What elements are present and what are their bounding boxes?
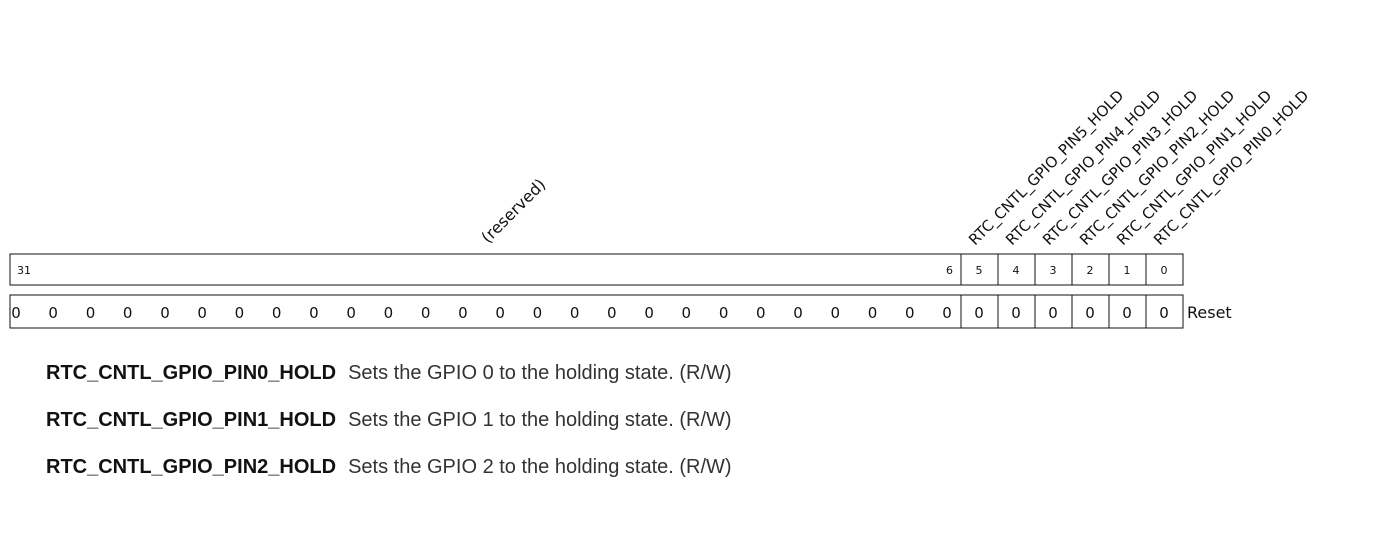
bit-number: 3 [1050, 264, 1057, 277]
reset-label: Reset [1187, 303, 1232, 322]
field-description-item: RTC_CNTL_GPIO_PIN1_HOLD Sets the GPIO 1 t… [46, 402, 1346, 439]
reset-value: 0 [533, 304, 543, 322]
reset-value: 0 [756, 304, 766, 322]
reset-value: 0 [160, 304, 170, 322]
reset-value: 0 [1085, 304, 1095, 322]
field-name: RTC_CNTL_GPIO_PIN2_HOLD [46, 456, 337, 478]
reset-value: 0 [1011, 304, 1021, 322]
reset-value: 0 [793, 304, 803, 322]
reset-value: 0 [570, 304, 580, 322]
reset-value: 0 [197, 304, 207, 322]
bit-number: 0 [1161, 264, 1168, 277]
bit-number: 4 [1013, 264, 1020, 277]
reset-value: 0 [1159, 304, 1169, 322]
bit-number: 2 [1087, 264, 1094, 277]
field-name: RTC_CNTL_GPIO_PIN0_HOLD [46, 362, 337, 384]
field-description-text: Sets the GPIO 1 to the holding state. (R… [348, 409, 732, 431]
reset-value: 0 [682, 304, 692, 322]
reset-value: 0 [458, 304, 468, 322]
bit-number-6: 6 [946, 264, 953, 277]
reset-value: 0 [421, 304, 431, 322]
reset-value: 0 [719, 304, 729, 322]
field-description-item: RTC_CNTL_GPIO_PIN2_HOLD Sets the GPIO 2 t… [46, 449, 1346, 486]
reset-value: 0 [384, 304, 394, 322]
field-descriptions: RTC_CNTL_GPIO_PIN0_HOLD Sets the GPIO 0 t… [46, 355, 1346, 496]
reset-value: 0 [11, 304, 21, 322]
reset-value: 0 [942, 304, 952, 322]
reset-value: 0 [831, 304, 841, 322]
reset-value: 0 [235, 304, 245, 322]
reset-values: 0 0 0 0 0 0 0 0 0 0 0 0 0 0 0 0 0 0 0 0 0 0 0 0 0 0 0 0 0 0 0 0 [11, 304, 1169, 322]
bit-number-row [9, 253, 1184, 286]
bit-number-31: 31 [17, 264, 31, 277]
reset-value: 0 [272, 304, 282, 322]
field-description-text: Sets the GPIO 0 to the holding state. (R… [348, 362, 732, 384]
field-description-item: RTC_CNTL_GPIO_PIN0_HOLD Sets the GPIO 0 t… [46, 355, 1346, 392]
reset-value: 0 [86, 304, 96, 322]
field-description-text: Sets the GPIO 2 to the holding state. (R… [348, 456, 732, 478]
reset-value: 0 [644, 304, 654, 322]
field-bit-numbers: 5 4 3 2 1 0 [976, 264, 1168, 277]
reset-value: 0 [123, 304, 133, 322]
reset-value: 0 [346, 304, 356, 322]
bit-number: 5 [976, 264, 983, 277]
reset-value-row [9, 294, 1184, 329]
reserved-label: (reserved) [477, 175, 549, 247]
reset-value: 0 [974, 304, 984, 322]
reset-value: 0 [868, 304, 878, 322]
field-name: RTC_CNTL_GPIO_PIN1_HOLD [46, 409, 337, 431]
field-labels: RTC_CNTL_GPIO_PIN5_HOLDRTC_CNTL_GPIO_PIN… [965, 87, 1313, 250]
reset-value: 0 [1048, 304, 1058, 322]
reset-value: 0 [495, 304, 505, 322]
bit-number: 1 [1124, 264, 1131, 277]
reset-value: 0 [1122, 304, 1132, 322]
reset-value: 0 [905, 304, 915, 322]
reset-value: 0 [607, 304, 617, 322]
reset-value: 0 [309, 304, 319, 322]
reset-value: 0 [48, 304, 58, 322]
